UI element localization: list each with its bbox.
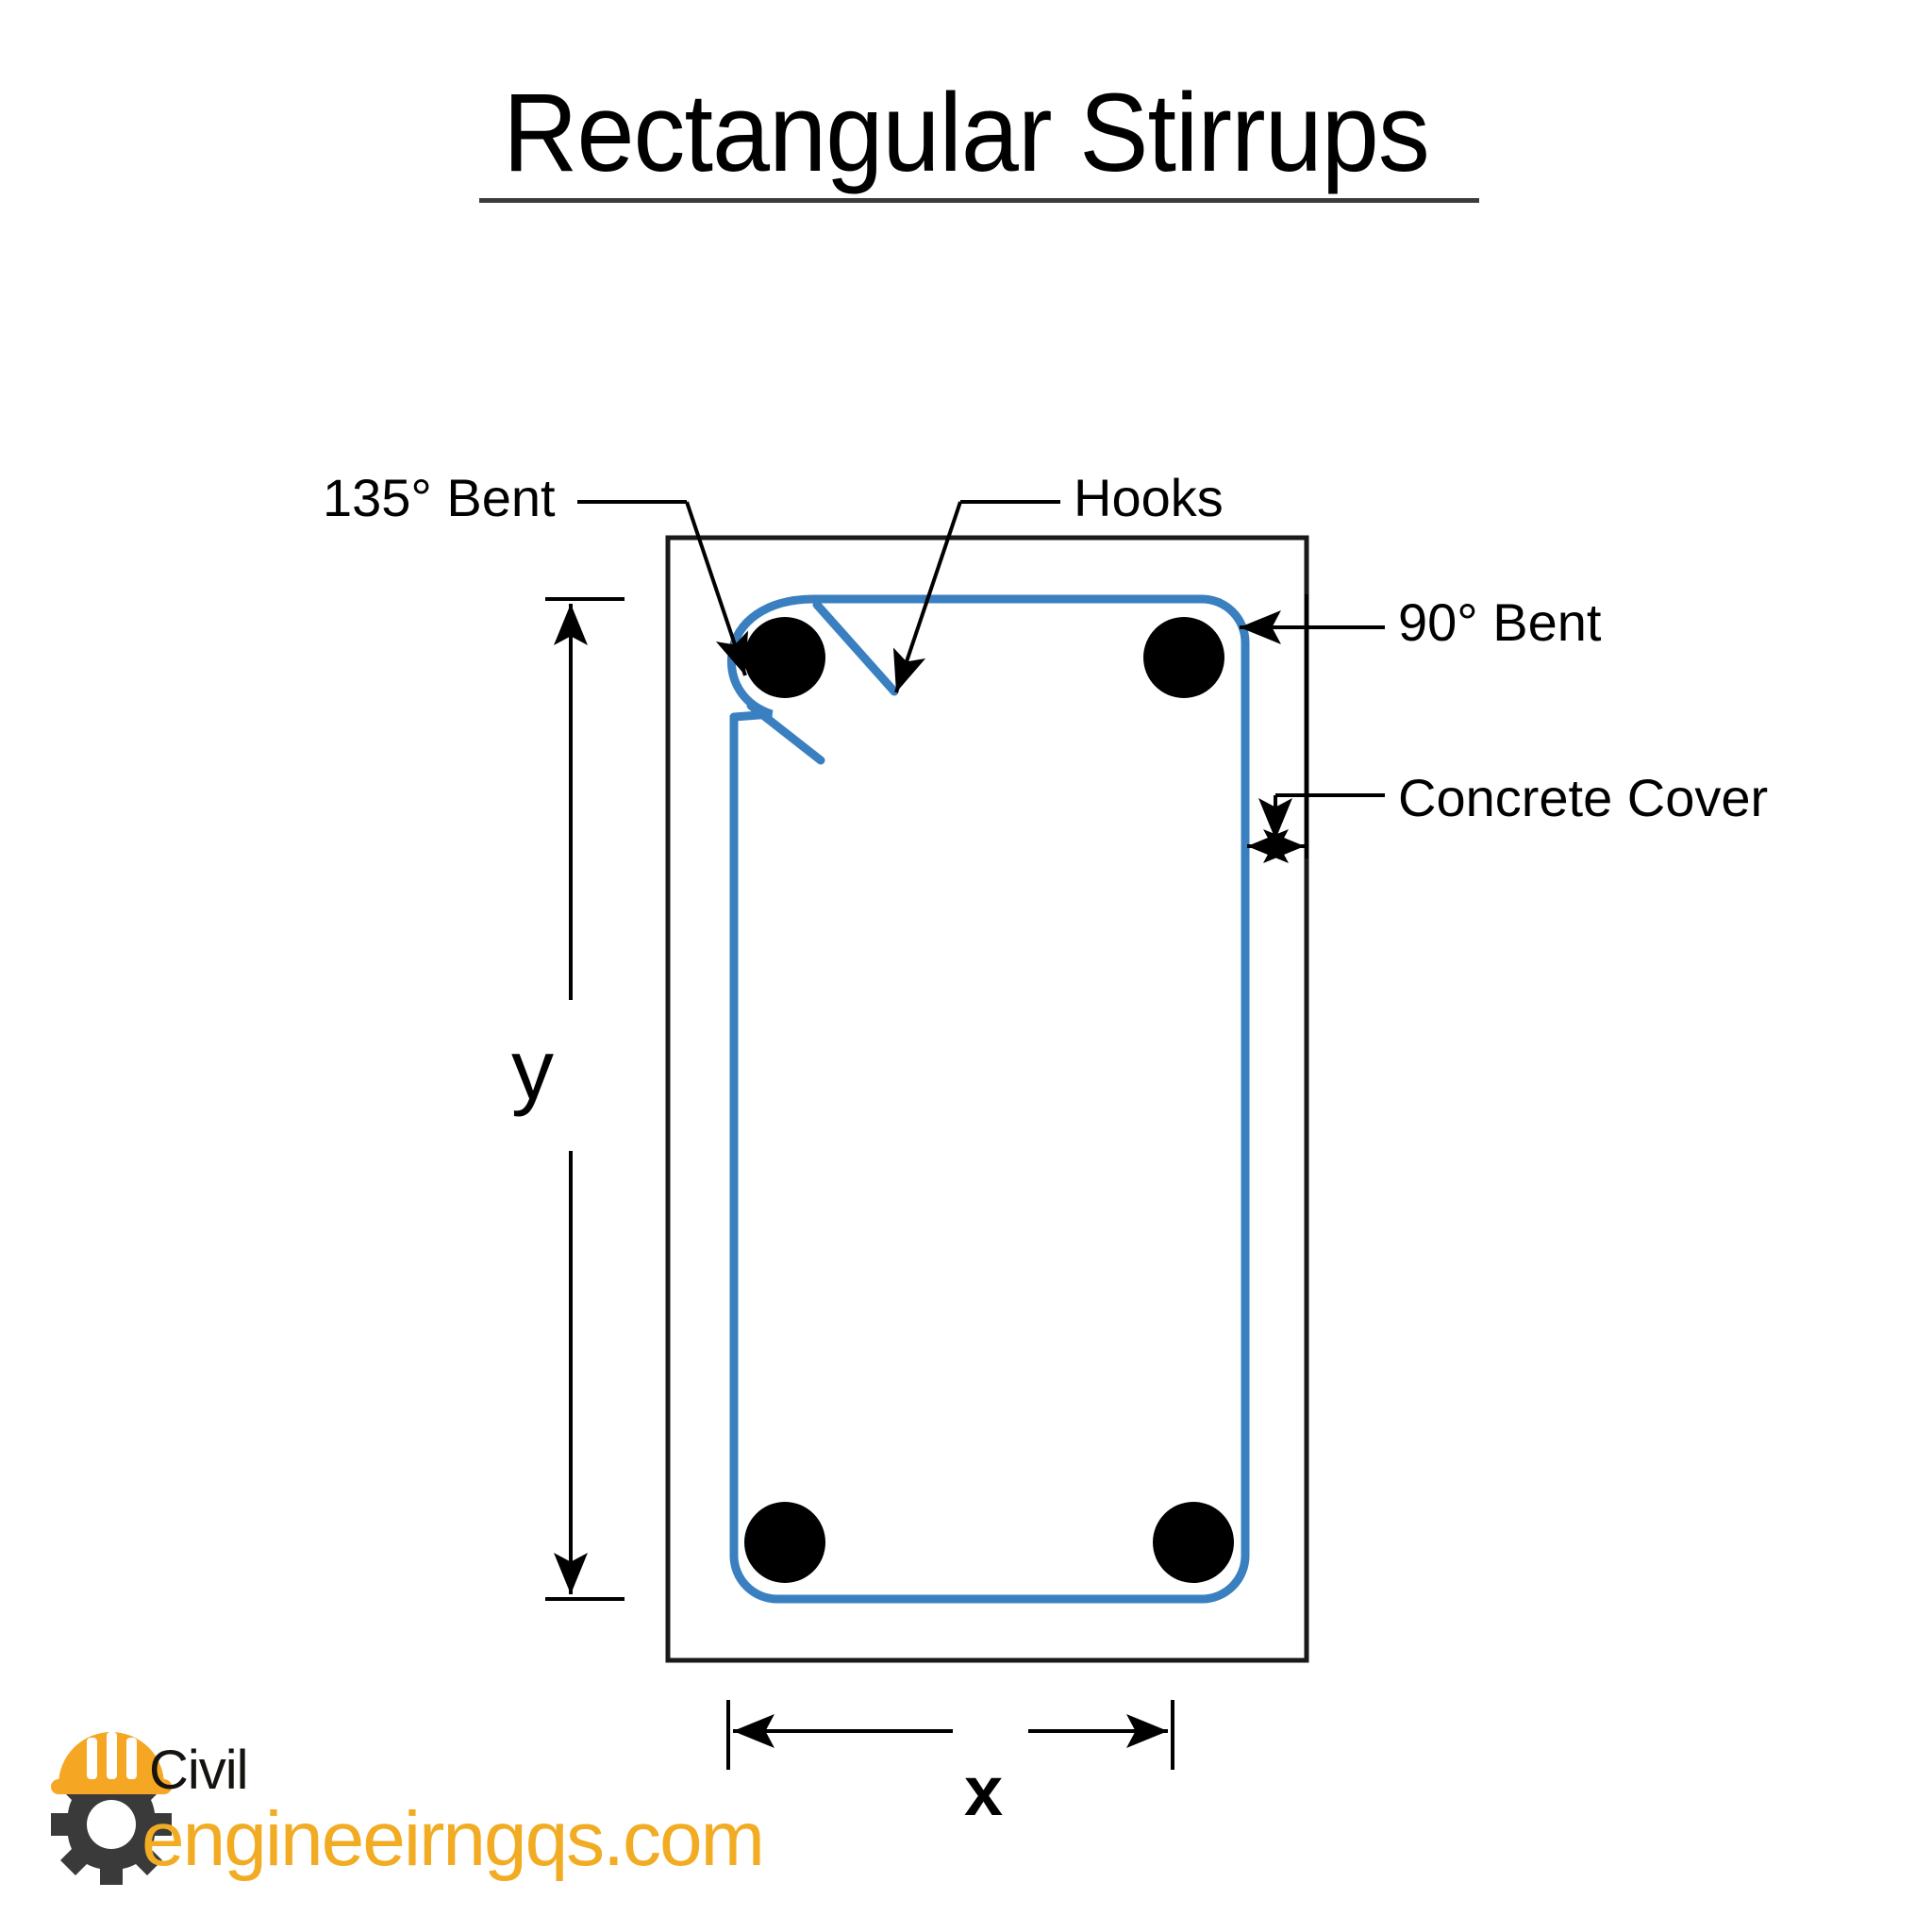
title-underline — [479, 198, 1479, 203]
stirrup-bar — [729, 594, 1250, 1604]
bottom-left-rebar — [744, 1502, 825, 1583]
label-hooks: Hooks — [1074, 468, 1224, 527]
label-dimension-x: x — [964, 1752, 1004, 1830]
top-right-rebar — [1143, 617, 1224, 698]
dimension-x — [726, 1700, 1174, 1770]
leader-135-bent — [577, 500, 749, 676]
label-concrete-cover: Concrete Cover — [1398, 768, 1769, 827]
label-135-bent: 135° Bent — [323, 468, 556, 527]
leader-concrete-cover — [1258, 793, 1385, 840]
stirrup-hook-tail-upper — [812, 600, 899, 696]
page-title: Rectangular Stirrups — [503, 71, 1430, 195]
label-dimension-y: y — [511, 1024, 554, 1118]
leader-hooks — [892, 500, 1060, 693]
concrete-cover-dimension — [1247, 594, 1308, 863]
dimension-y — [545, 597, 625, 1601]
hard-hat-icon — [51, 1732, 172, 1794]
concrete-section-outline — [665, 535, 1309, 1663]
label-90-bent: 90° Bent — [1398, 592, 1602, 652]
logo-brand-word: Civil — [149, 1740, 249, 1801]
stirrup-hook-tail-lower — [746, 701, 825, 765]
bottom-right-rebar — [1153, 1502, 1234, 1583]
logo-domain-text: engineeirngqs.com — [142, 1796, 765, 1882]
top-left-rebar — [744, 617, 825, 698]
site-logo[interactable] — [32, 1707, 636, 1906]
